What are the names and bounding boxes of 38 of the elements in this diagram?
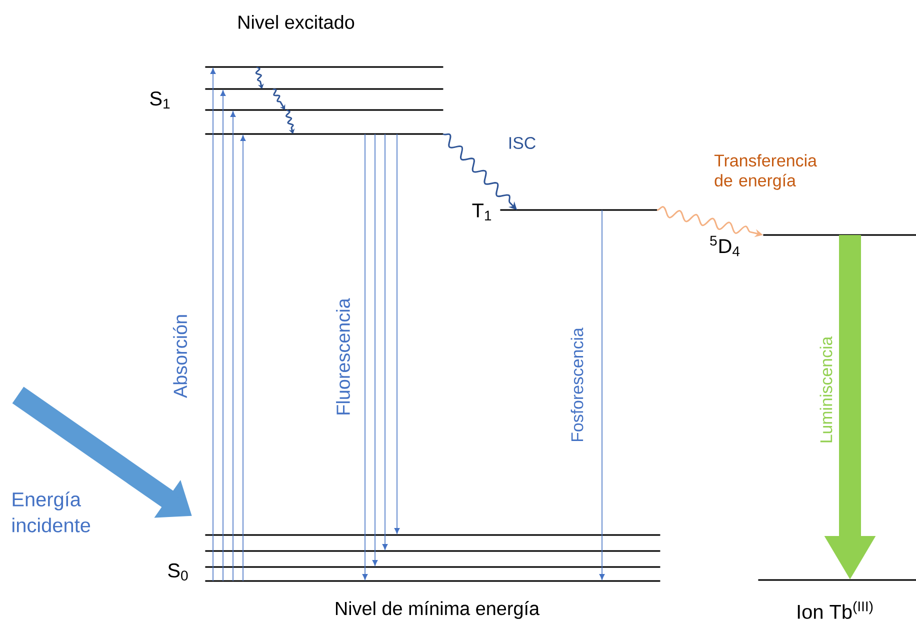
level-label: $^{5}$D$_{4}$ <box>710 236 740 256</box>
edge-label: Fosforescencia <box>570 328 584 442</box>
arrow <box>220 90 226 582</box>
arrow <box>230 111 236 582</box>
wavy-arrow <box>442 133 517 210</box>
level-label: S$_{1}$ <box>150 92 170 108</box>
label-text: Absorción <box>172 315 188 398</box>
energy-level-line <box>205 534 660 536</box>
energy-level-line <box>763 234 916 236</box>
arrow <box>210 68 216 582</box>
energy-level-line <box>205 109 444 111</box>
wavy-arrow <box>255 66 264 89</box>
edge-label: Transferencia de energía <box>714 154 817 190</box>
label-text: Nivel de mínima energía <box>336 601 540 619</box>
energy-level-line <box>205 66 444 68</box>
level-label: T$_{1}$ <box>472 204 492 220</box>
energy-level-line <box>205 566 660 568</box>
energy-level-line <box>205 133 444 135</box>
edge-label: Luminiscencia <box>820 336 832 442</box>
arrow <box>394 134 400 534</box>
energy-level-line <box>758 579 916 581</box>
arrow <box>372 134 378 566</box>
arrow <box>382 134 388 550</box>
energy-level-line <box>500 209 658 211</box>
arrow <box>240 135 246 582</box>
wavy-arrow <box>286 109 295 134</box>
energy-level-line <box>205 580 660 582</box>
level-label: S$_{0}$ <box>168 563 188 581</box>
label-text: Fluorescencia <box>336 298 350 414</box>
arrow <box>362 134 368 580</box>
label-text: Nivel excitado <box>238 15 354 29</box>
edge-label: ISC <box>509 137 536 149</box>
energy-level-line <box>205 88 444 90</box>
wavy-arrow <box>272 88 286 110</box>
label-text: Energía incidente <box>12 492 90 532</box>
energy-level-line <box>205 550 660 552</box>
level-label: Ion Tb$^{(III)}$ <box>798 601 873 619</box>
arrow <box>599 210 605 580</box>
